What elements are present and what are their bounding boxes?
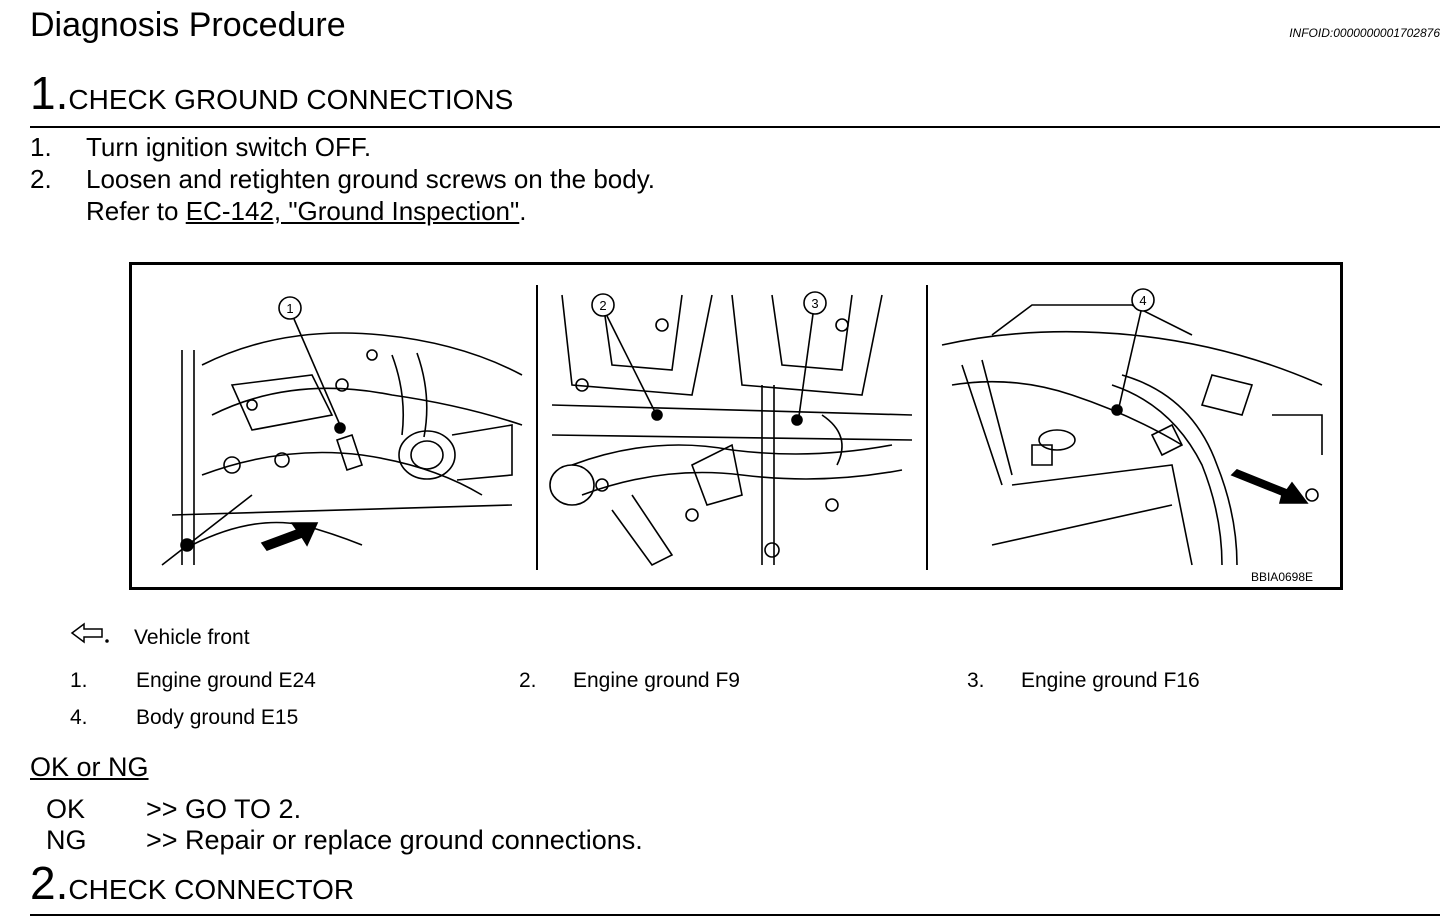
refer-prefix: Refer to — [86, 196, 186, 226]
page-title: Diagnosis Procedure — [30, 6, 346, 44]
result-code: NG — [46, 825, 87, 855]
result-code: OK — [46, 794, 86, 824]
legend-text: Engine ground E24 — [136, 669, 316, 692]
result-action: >> GO TO 2. — [146, 794, 302, 824]
legend-item-1: 1. Engine ground E24 — [70, 669, 316, 693]
instruction-item-1: 1. Turn ignition switch OFF. — [30, 132, 371, 163]
callout-4: 4 — [1139, 293, 1146, 308]
step-1-number: 1. — [30, 67, 69, 119]
refer-suffix: . — [519, 196, 527, 226]
result-row-ng: NG >> Repair or replace ground connection… — [46, 825, 643, 856]
legend-number: 4. — [70, 706, 88, 729]
engine-bay-illustration: 1 2 3 4 BBIA0698E — [161, 285, 1323, 584]
step-2-number: 2. — [30, 857, 69, 909]
legend-number: 2. — [519, 669, 537, 692]
panel-3-drawing — [941, 288, 1323, 566]
ok-ng-title: OK or NG — [30, 752, 149, 782]
legend-item-4: 4. Body ground E15 — [70, 706, 298, 730]
legend-number: 1. — [70, 669, 88, 692]
step-1-heading: CHECK GROUND CONNECTIONS — [68, 84, 514, 115]
step-2-rule — [30, 914, 1440, 916]
callout-1: 1 — [286, 301, 293, 316]
vehicle-front-arrow-icon — [70, 622, 134, 650]
ground-locations-figure: 1 2 3 4 BBIA0698E — [129, 262, 1343, 590]
result-action: >> Repair or replace ground connections. — [146, 825, 643, 855]
panel-1-drawing — [161, 296, 523, 566]
result-row-ok: OK >> GO TO 2. — [46, 794, 301, 825]
instruction-item-2: 2. Loosen and retighten ground screws on … — [30, 164, 655, 195]
step-1-rule — [30, 126, 1440, 128]
panel-2-drawing — [549, 291, 913, 567]
step-1-header: 1.CHECK GROUND CONNECTIONS — [30, 70, 513, 116]
legend-vehicle-front: Vehicle front — [70, 622, 250, 650]
vehicle-front-label: Vehicle front — [134, 626, 250, 649]
legend-text: Body ground E15 — [136, 706, 299, 729]
refer-line: Refer to EC-142, "Ground Inspection". — [86, 196, 526, 227]
callout-3: 3 — [811, 296, 818, 311]
info-id: INFOID:0000000001702876 — [1289, 26, 1440, 40]
instruction-number: 1. — [30, 132, 52, 162]
ground-inspection-link[interactable]: EC-142, "Ground Inspection" — [185, 196, 520, 226]
legend-item-3: 3. Engine ground F16 — [967, 669, 1200, 693]
step-2-heading: CHECK CONNECTOR — [68, 874, 355, 905]
callout-2: 2 — [599, 298, 606, 313]
instruction-text: Turn ignition switch OFF. — [86, 132, 372, 162]
step-2-header: 2.CHECK CONNECTOR — [30, 860, 354, 906]
legend-number: 3. — [967, 669, 985, 692]
legend-item-2: 2. Engine ground F9 — [519, 669, 740, 693]
instruction-text: Loosen and retighten ground screws on th… — [86, 164, 656, 194]
legend-text: Engine ground F16 — [1021, 669, 1200, 692]
instruction-number: 2. — [30, 164, 52, 194]
figure-code: BBIA0698E — [1251, 570, 1313, 584]
legend-text: Engine ground F9 — [573, 669, 740, 692]
